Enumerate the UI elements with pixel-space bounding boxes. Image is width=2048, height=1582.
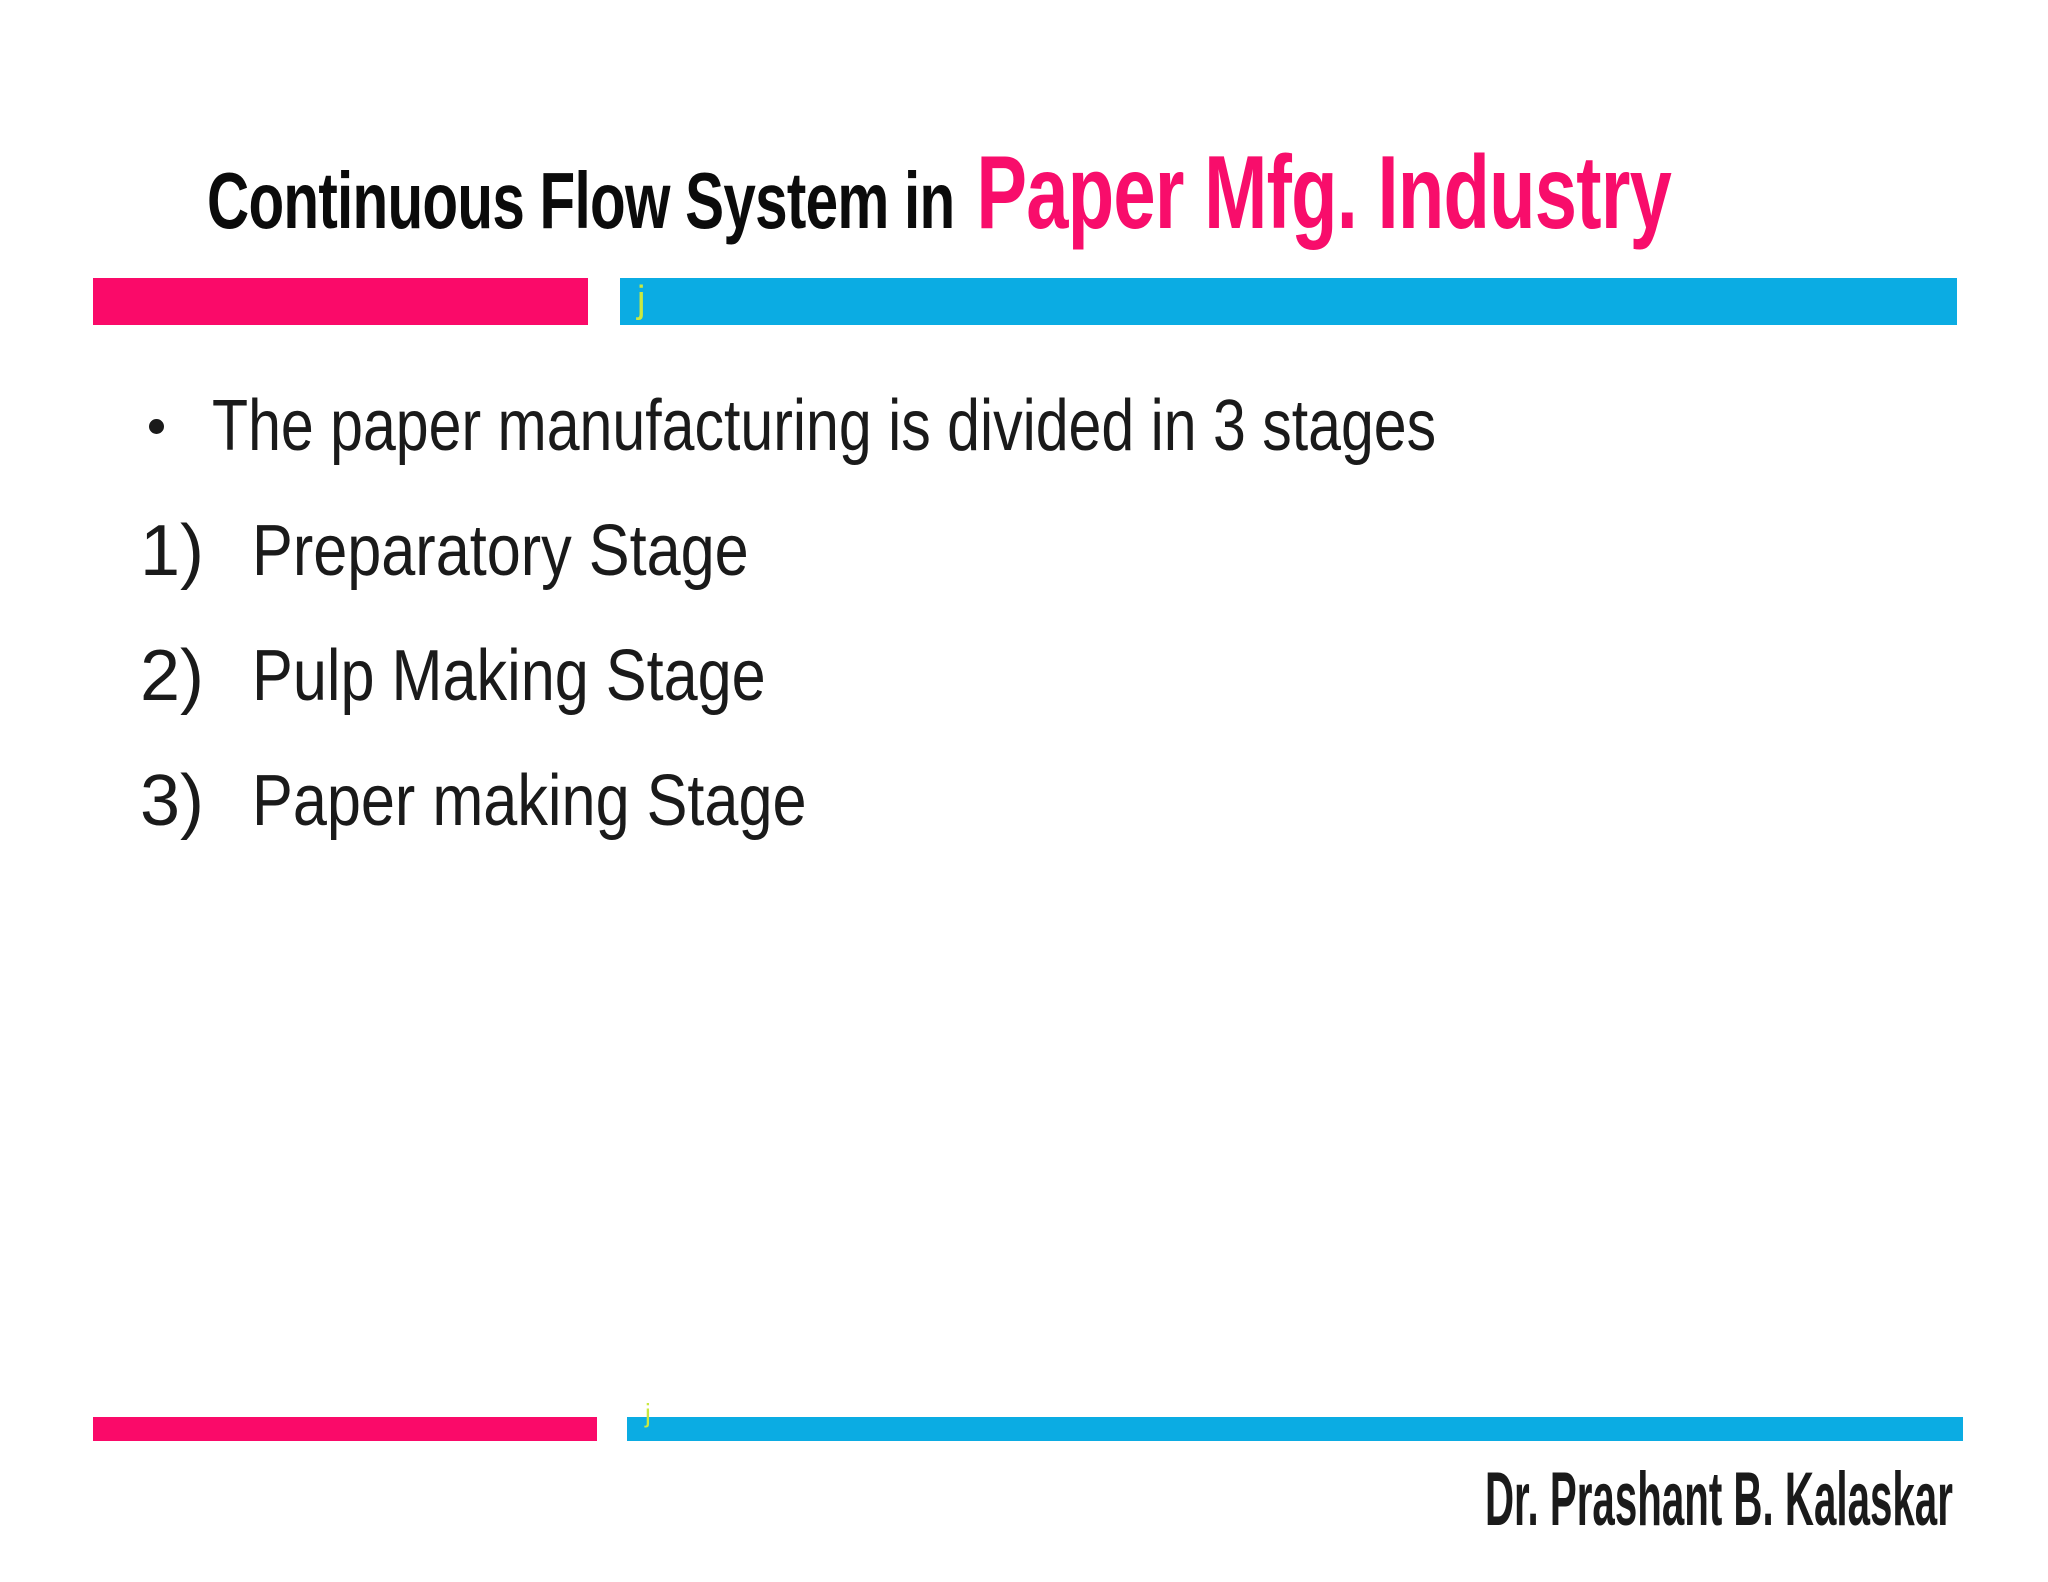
bullet-dot-icon xyxy=(149,419,164,434)
stray-j-artifact-bottom: j xyxy=(645,1398,651,1428)
list-item-1-label: Preparatory Stage xyxy=(252,511,749,591)
list-item-1-number: 1) xyxy=(140,511,205,591)
header-divider-pink-bar xyxy=(93,278,588,325)
title-pink-segment: Paper Mfg. Industry xyxy=(976,135,1672,251)
stray-j-artifact-top: j xyxy=(637,279,646,321)
footer-author: Dr. Prashant B. Kalaskar xyxy=(1485,1457,1953,1542)
list-item-2-label: Pulp Making Stage xyxy=(252,636,766,716)
header-divider-cyan-bar: j xyxy=(620,278,1957,325)
list-item-2-number: 2) xyxy=(140,636,205,716)
bullet-line: The paper manufacturing is divided in 3 … xyxy=(212,386,1437,466)
title-black-segment: Continuous Flow System in xyxy=(207,156,955,245)
footer-divider-cyan-bar xyxy=(627,1417,1963,1441)
list-item-3-number: 3) xyxy=(140,761,205,841)
footer-divider-pink-bar xyxy=(93,1417,597,1441)
page-title: Continuous Flow System in Paper Mfg. Ind… xyxy=(207,135,1672,251)
list-item-3-label: Paper making Stage xyxy=(252,761,807,841)
